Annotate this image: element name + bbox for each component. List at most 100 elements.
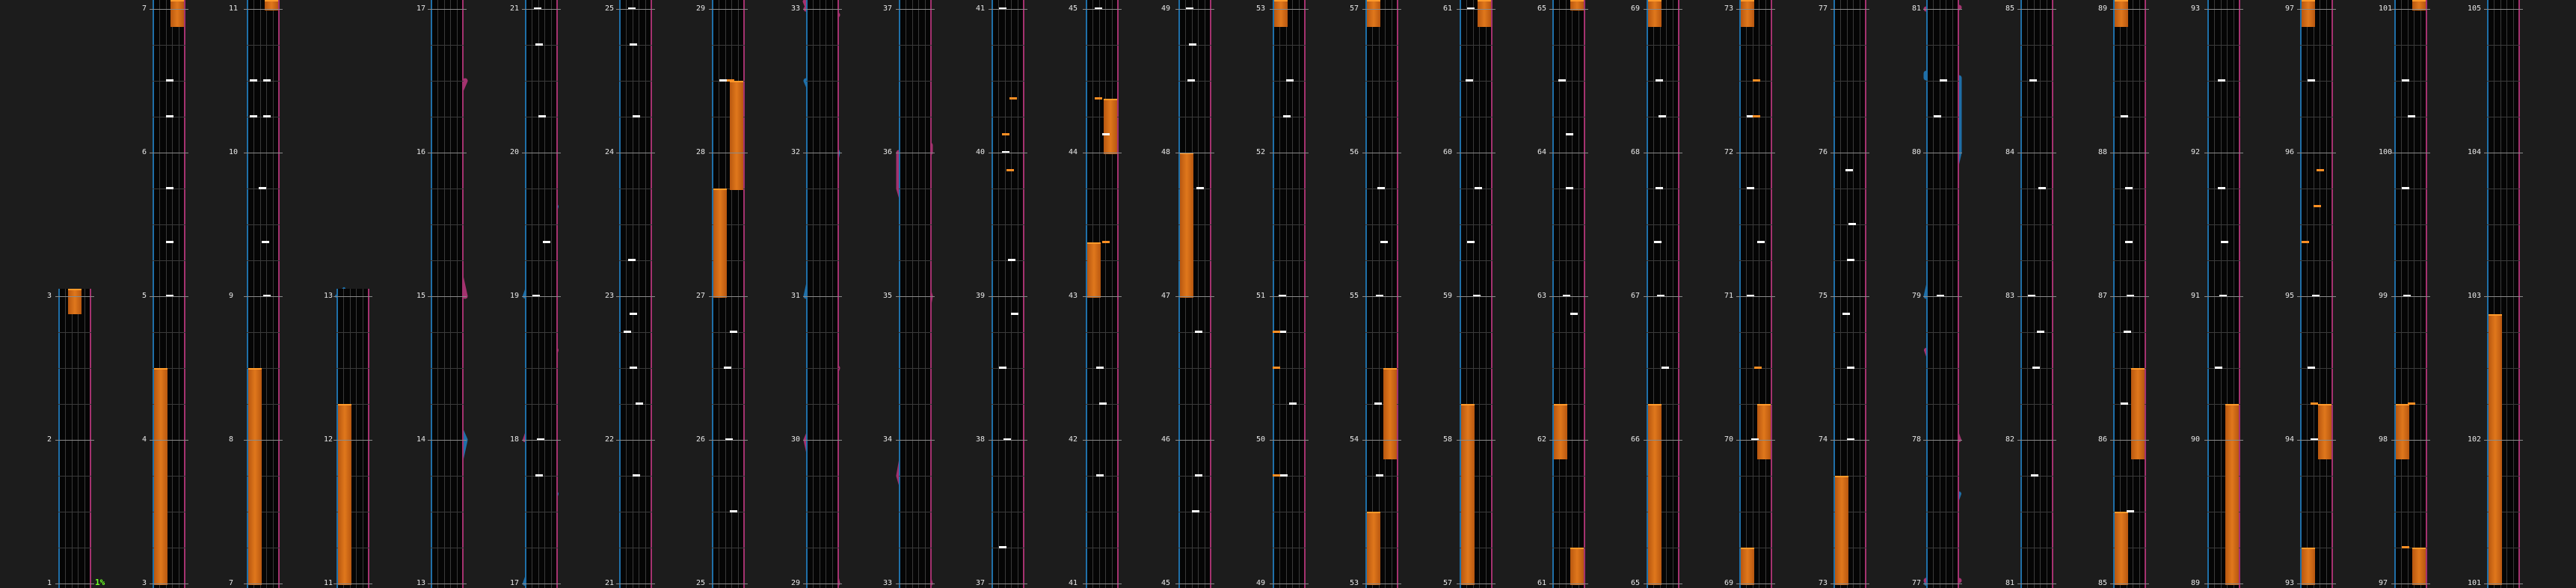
measure-column [58,289,91,588]
measure-line [2017,9,2056,10]
hold-note [170,0,184,27]
beat-line [2394,260,2427,261]
measure-line [2297,296,2336,297]
tap-note [1279,331,1286,333]
beat-line [2300,81,2333,82]
beat-line [336,476,369,477]
measure-number: 45 [1161,579,1171,587]
tap-note [2408,115,2415,117]
beat-line [2394,224,2427,225]
hold-end-note [727,79,734,82]
measure-number: 18 [510,435,520,444]
beat-line [992,81,1024,82]
measure-number: 49 [1161,4,1171,13]
beat-line [247,45,280,46]
measure-number: 65 [1631,579,1641,587]
measure-number: 54 [1350,435,1359,444]
beat-line [806,260,839,261]
tap-note [2127,510,2134,512]
beat-line [1178,81,1211,82]
tap-note [1195,331,1202,333]
measure-line [709,440,748,441]
tap-note [1657,295,1664,297]
hold-note [68,289,82,314]
beat-line [1365,81,1398,82]
beat-line [712,476,745,477]
tap-note [1096,367,1104,369]
beat-line [1647,260,1679,261]
measure-number: 36 [883,148,893,156]
lane-guide [738,0,739,588]
measure-column [2113,0,2146,588]
beat-line [1178,260,1211,261]
tap-note [1845,169,1853,171]
measure-number: 100 [2379,148,2393,156]
beat-line [153,476,185,477]
beat-line [2020,81,2053,82]
beat-line [1460,368,1493,369]
measure-number: 33 [791,4,801,13]
hold-note [265,0,278,10]
hold-note [338,404,351,585]
beat-line [2394,81,2427,82]
lane-guide [1572,0,1573,588]
measure-number: 24 [605,148,615,156]
measure-number: 55 [1350,292,1359,300]
tap-note [1102,133,1110,135]
lane-background [992,0,1024,588]
measure-line [896,440,935,441]
tap-note [1189,43,1196,46]
measure-number: 97 [2285,4,2295,13]
measure-number: 85 [2005,4,2015,13]
beat-line [1926,260,1959,261]
beat-line [2207,45,2240,46]
measure-line [2110,9,2149,10]
measure-line [2391,9,2430,10]
tap-note [1095,7,1102,10]
beat-line [2207,404,2240,405]
lane-guide [172,0,173,588]
tap-note [1563,295,1570,297]
lane-guide [1746,0,1747,588]
measure-number: 58 [1443,435,1453,444]
lane-guide [1566,0,1567,588]
beat-line [619,224,652,225]
tap-note [1099,402,1107,405]
measure-line [1362,9,1401,10]
hold-note [2489,314,2502,585]
beat-line [1460,224,1493,225]
measure-number: 34 [883,435,893,444]
tap-note [1656,79,1663,82]
tap-note [1192,510,1199,512]
beat-line [431,224,464,225]
beat-line [806,332,839,333]
beat-line [431,260,464,261]
measure-line [896,296,935,297]
measure-number: 31 [791,292,801,300]
tap-note [259,187,266,189]
hold-note [248,368,262,585]
hold-note [1478,0,1491,27]
measure-number: 25 [605,4,615,13]
measure-number: 76 [1819,148,1828,156]
lane-guide [626,0,627,588]
tap-note [1376,295,1383,297]
hold-note [2396,404,2409,459]
tap-note [2125,241,2133,243]
beat-line [247,404,280,405]
measure-number: 85 [2098,579,2108,587]
beat-line [1178,368,1211,369]
lane-background [899,0,932,588]
lane-guide [538,0,539,588]
measure-number: 22 [605,435,615,444]
beat-line [1365,332,1398,333]
measure-number: 67 [1631,292,1641,300]
beat-line [2020,260,2053,261]
hold-end-note [2311,402,2318,405]
measure-line [896,9,935,10]
beat-line [992,224,1024,225]
beat-line [992,332,1024,333]
tap-note [1654,241,1662,243]
measure-number: 81 [2005,579,2015,587]
tap-note [2311,438,2318,441]
